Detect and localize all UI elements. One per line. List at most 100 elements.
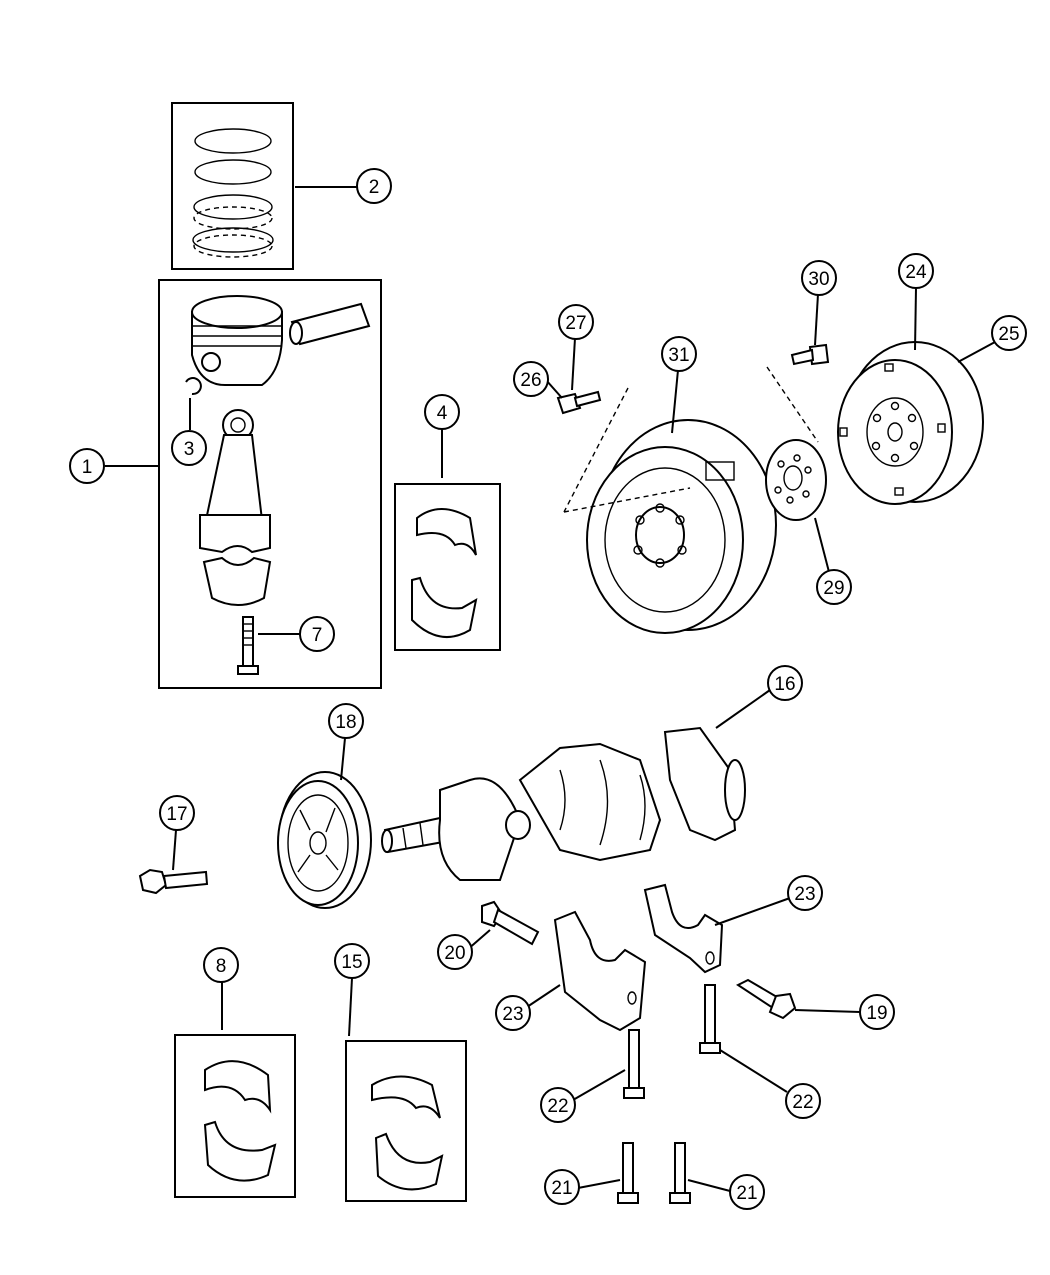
callout-label: 25: [998, 324, 1019, 345]
main-cap-bolt-side: [481, 900, 540, 946]
callout-3: 3: [171, 430, 207, 466]
main-cap-bolt-left: [623, 1029, 645, 1099]
tie-bolt-right: [669, 1142, 691, 1204]
damper-bolt: [556, 390, 602, 415]
retaining-clip: [185, 377, 202, 396]
callout-17: 17: [159, 795, 195, 831]
piston-pin: [290, 302, 371, 346]
main-bearing-group: [174, 1034, 296, 1198]
callout-26: 26: [513, 361, 549, 397]
callout-7: 7: [299, 616, 335, 652]
ring-expander: [193, 206, 273, 230]
leader-lines: [105, 186, 996, 1192]
callout-23-left: 23: [495, 995, 531, 1031]
callouts: 1 2 3 4 7 8 15 16 17 18 19 20 21 21 22 2…: [69, 168, 1027, 1210]
callout-24: 24: [898, 253, 934, 289]
callout-15: 15: [334, 943, 370, 979]
vibration-damper: [563, 387, 777, 634]
callout-label: 7: [312, 625, 323, 646]
callout-30: 30: [801, 260, 837, 296]
callout-label: 15: [341, 952, 362, 973]
main-cap-side-bolt: [736, 978, 797, 1020]
crank-throws: [518, 742, 662, 862]
ring-second: [194, 159, 272, 185]
callout-label: 19: [866, 1003, 887, 1024]
callout-label: 23: [502, 1004, 523, 1025]
crank-counterweight-1: [438, 777, 522, 881]
crank-pulley: [277, 771, 372, 909]
piston-rod-box: [158, 279, 382, 689]
callout-21-right: 21: [729, 1174, 765, 1210]
callout-22-left: 22: [540, 1087, 576, 1123]
adapter-plate: [765, 439, 827, 521]
callout-21-left: 21: [544, 1169, 580, 1205]
callout-label: 1: [82, 457, 93, 478]
callout-1: 1: [69, 448, 105, 484]
ring-oil-rail: [193, 194, 273, 220]
piston-crown: [191, 295, 283, 329]
thrust-bearing-upper: [371, 1075, 441, 1119]
tie-bolt-left: [617, 1142, 639, 1204]
crank-counterweight-rear: [663, 726, 737, 842]
callout-23-right: 23: [787, 875, 823, 911]
rod-bearing-box: [394, 483, 501, 651]
ring-bottom-rail: [192, 227, 274, 253]
callout-label: 18: [335, 712, 356, 733]
callout-label: 24: [905, 262, 927, 283]
callout-label: 23: [794, 884, 815, 905]
callout-label: 22: [792, 1092, 813, 1113]
callout-8: 8: [203, 947, 239, 983]
callout-label: 16: [774, 674, 795, 695]
callout-label: 27: [565, 313, 586, 334]
callout-label: 26: [520, 370, 541, 391]
callout-label: 29: [823, 578, 844, 599]
main-bearing-cap-front: [553, 910, 647, 1032]
flexplate-bolt: [766, 343, 830, 443]
rod-cap: [202, 556, 272, 606]
main-cap-bolt-right: [699, 984, 721, 1054]
callout-31: 31: [661, 336, 697, 372]
callout-label: 4: [437, 403, 448, 424]
thrust-bearing-box: [345, 1040, 467, 1202]
piston-pin-boss: [201, 352, 221, 372]
pulley-bolt: [138, 868, 209, 895]
crankshaft: [381, 726, 746, 881]
callout-label: 17: [166, 804, 187, 825]
callout-label: 8: [216, 956, 227, 977]
piston-rings-box: [171, 102, 294, 270]
piston-rings-group: [171, 102, 294, 270]
callout-27: 27: [558, 304, 594, 340]
piston-rod-group: [158, 279, 382, 689]
callout-label: 2: [369, 177, 380, 198]
rod-bearing-upper: [416, 508, 477, 556]
callout-label: 30: [808, 269, 829, 290]
callout-20: 20: [437, 934, 473, 970]
callout-2: 2: [356, 168, 392, 204]
callout-label: 21: [551, 1178, 572, 1199]
main-bearing-lower: [203, 1120, 277, 1182]
thrust-bearing-group: [345, 1040, 467, 1202]
callout-label: 3: [184, 439, 195, 460]
flywheel: [837, 341, 984, 505]
callout-label: 20: [444, 943, 465, 964]
crank-snout: [383, 816, 445, 854]
callout-label: 31: [668, 345, 689, 366]
callout-22-right: 22: [785, 1083, 821, 1119]
callout-29: 29: [816, 569, 852, 605]
callout-label: 21: [736, 1183, 757, 1204]
callout-25: 25: [991, 315, 1027, 351]
rod-big-end: [199, 514, 271, 554]
callout-19: 19: [859, 994, 895, 1030]
thrust-bearing-lower: [374, 1132, 444, 1191]
callout-4: 4: [424, 394, 460, 430]
main-bearing-cap-rear: [643, 883, 724, 974]
rod-bearing-lower: [411, 576, 478, 638]
crank-flange: [724, 759, 746, 821]
ring-bottom-expander: [193, 234, 273, 258]
callout-label: 22: [547, 1096, 568, 1117]
callout-18: 18: [328, 703, 364, 739]
callout-16: 16: [767, 665, 803, 701]
ring-top: [194, 128, 272, 154]
main-bearing-box: [174, 1034, 296, 1198]
